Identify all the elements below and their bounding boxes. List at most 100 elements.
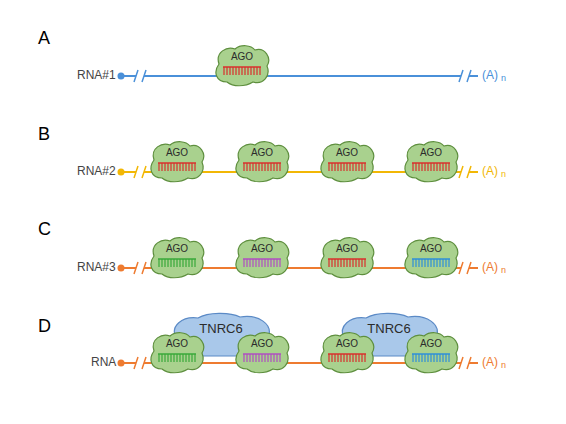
base-pair [442, 354, 443, 362]
base-pair [185, 259, 186, 267]
base-pair [194, 354, 195, 362]
base-pair [346, 163, 347, 171]
base-pair [191, 354, 192, 362]
base-pair [246, 163, 247, 171]
base-pair [259, 67, 260, 75]
protein-name: AGO [402, 338, 460, 349]
base-pair [232, 67, 233, 75]
base-pair [361, 163, 362, 171]
base-pair [252, 354, 253, 362]
base-pair [188, 163, 189, 171]
base-pair [256, 67, 257, 75]
base-pair [424, 259, 425, 267]
base-pair [182, 354, 183, 362]
polya-subscript: n [501, 360, 506, 370]
base-pair [164, 163, 165, 171]
blob-outline [233, 331, 291, 373]
polya-subscript: n [501, 265, 506, 275]
base-pair [355, 354, 356, 362]
base-pair [258, 259, 259, 267]
base-pair [252, 163, 253, 171]
base-pair [235, 67, 236, 75]
rna-name: RNA#1 [77, 68, 116, 82]
base-pair [412, 163, 413, 171]
base-pair [279, 259, 280, 267]
polya-tail: (A) [482, 355, 498, 369]
base-pair [182, 163, 183, 171]
rna-name: RNA#2 [77, 164, 116, 178]
base-pair [223, 67, 224, 75]
base-pair [185, 354, 186, 362]
rna-strand [469, 267, 478, 269]
base-pair [179, 163, 180, 171]
base-pair [427, 259, 428, 267]
blob-outline [402, 331, 460, 373]
cap-dot [118, 360, 125, 367]
base-pair [364, 354, 365, 362]
base-pair [255, 354, 256, 362]
panel-letter: D [38, 316, 51, 337]
break-mark [467, 70, 471, 82]
base-pair [343, 163, 344, 171]
base-pair [270, 163, 271, 171]
protein-name: AGO [318, 147, 376, 158]
polya-subscript: n [501, 169, 506, 179]
base-pair [258, 163, 259, 171]
break-mark [134, 166, 138, 178]
protein-name: AGO [318, 338, 376, 349]
base-pair [412, 259, 413, 267]
base-pair [158, 354, 159, 362]
base-pair [179, 259, 180, 267]
panel-letter: B [38, 124, 50, 145]
base-pair [343, 354, 344, 362]
cap-dot [118, 265, 125, 272]
base-pair [191, 163, 192, 171]
base-pair [279, 354, 280, 362]
ago-protein: AGO [148, 140, 206, 182]
base-pair [250, 67, 251, 75]
base-pair [340, 259, 341, 267]
base-pair [182, 259, 183, 267]
blob-outline [233, 140, 291, 182]
base-pair [267, 259, 268, 267]
base-pair [170, 259, 171, 267]
base-pair [433, 163, 434, 171]
base-pair [253, 67, 254, 75]
base-pair [421, 354, 422, 362]
base-pair [421, 259, 422, 267]
panel-letter: C [38, 219, 51, 240]
base-pair [337, 163, 338, 171]
base-pair [448, 163, 449, 171]
protein-name: AGO [148, 338, 206, 349]
break-mark [134, 357, 138, 369]
base-pair [167, 354, 168, 362]
base-pair [328, 163, 329, 171]
break-mark [142, 70, 146, 82]
rna-strand [469, 362, 478, 364]
base-pair [355, 163, 356, 171]
base-pair [264, 163, 265, 171]
base-pair [241, 67, 242, 75]
base-pair [244, 67, 245, 75]
base-pair [337, 354, 338, 362]
base-pair [252, 259, 253, 267]
protein-name: AGO [148, 147, 206, 158]
base-pair [170, 163, 171, 171]
base-pair [246, 259, 247, 267]
base-pair [352, 354, 353, 362]
ago-protein: AGO [402, 236, 460, 278]
base-pair [415, 163, 416, 171]
base-pair [161, 354, 162, 362]
rna-name: RNA#3 [77, 260, 116, 274]
base-pair [173, 354, 174, 362]
base-pair [261, 163, 262, 171]
base-pair [331, 259, 332, 267]
ago-protein: AGO [148, 236, 206, 278]
base-pair [340, 354, 341, 362]
protein-name: AGO [233, 147, 291, 158]
base-pair [364, 163, 365, 171]
base-pair [276, 259, 277, 267]
base-pair [445, 163, 446, 171]
ago-protein: AGO [402, 140, 460, 182]
base-pair [276, 163, 277, 171]
